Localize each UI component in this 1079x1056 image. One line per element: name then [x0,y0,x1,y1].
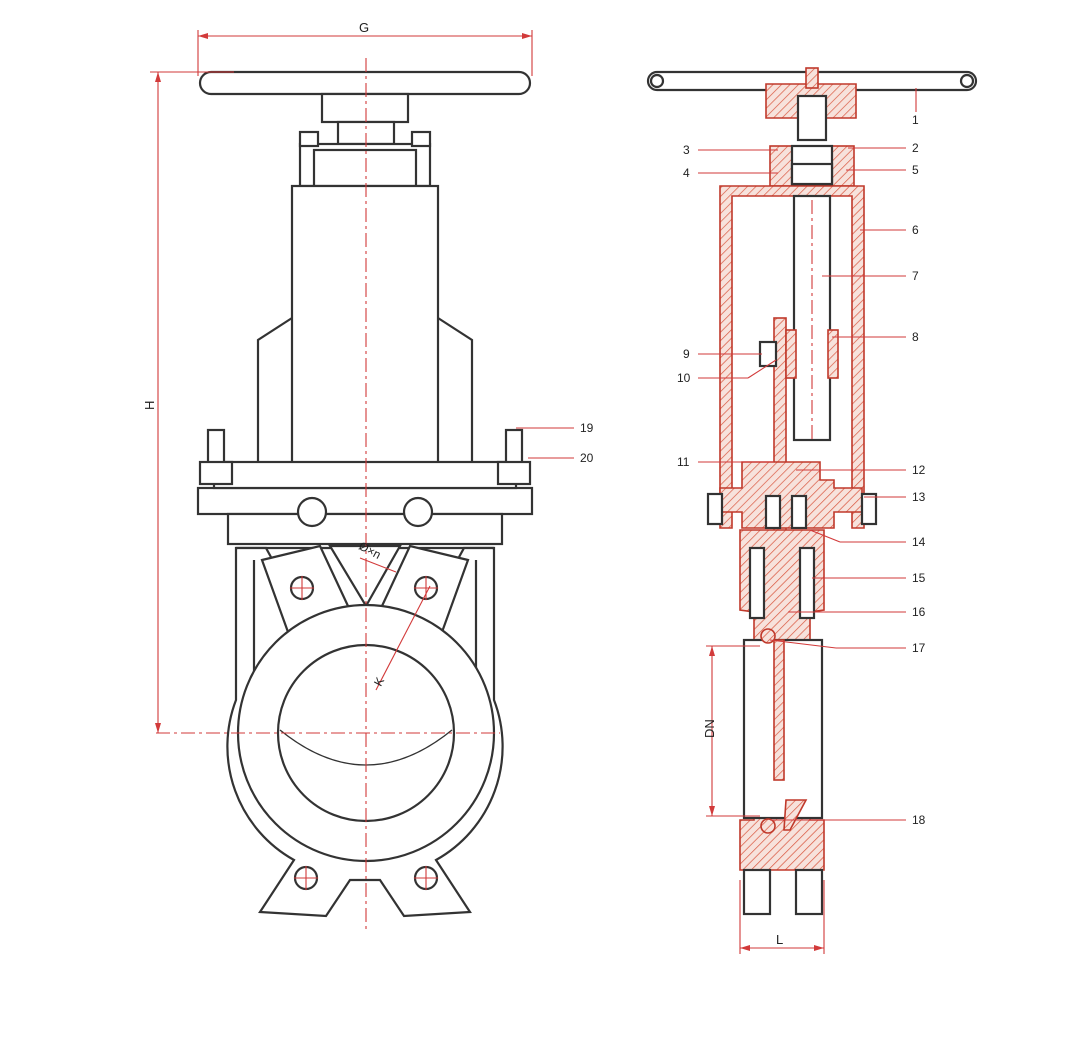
callout-13: 13 [912,490,926,504]
nut-20-right [496,460,532,486]
callout-20: 20 [580,451,594,465]
dim-g-label: G [359,20,369,35]
yoke-bolt-right [402,496,434,528]
bolt-19-right [504,428,524,466]
callout-12: 12 [912,463,926,477]
handwheel [198,70,532,96]
callout-8: 8 [912,330,919,344]
wheel-hub [320,92,410,124]
callout-15: 15 [912,571,926,585]
callout-9: 9 [683,347,690,361]
dim-l-label: L [776,932,783,947]
nut-20-left [198,460,234,486]
callout-3: 3 [683,143,690,157]
callout-17: 17 [912,641,926,655]
bolt-19-left [206,428,226,466]
dim-h-label: H [142,401,157,410]
callout-5: 5 [912,163,919,177]
callout-19: 19 [580,421,594,435]
callout-10: 10 [677,371,691,385]
dim-dn-label: DN [702,719,717,738]
callout-1: 1 [912,113,919,127]
callout-16: 16 [912,605,926,619]
callout-14: 14 [912,535,926,549]
yoke-bolt-left [296,496,328,528]
callout-4: 4 [683,166,690,180]
callout-11: 11 [677,455,690,469]
callout-6: 6 [912,223,919,237]
side-view: DN L 1 2 3 [516,67,978,954]
callout-18: 18 [912,813,926,827]
callout-2: 2 [912,141,919,155]
front-view: G H Ø×n K [142,20,534,930]
callout-7: 7 [912,269,919,283]
